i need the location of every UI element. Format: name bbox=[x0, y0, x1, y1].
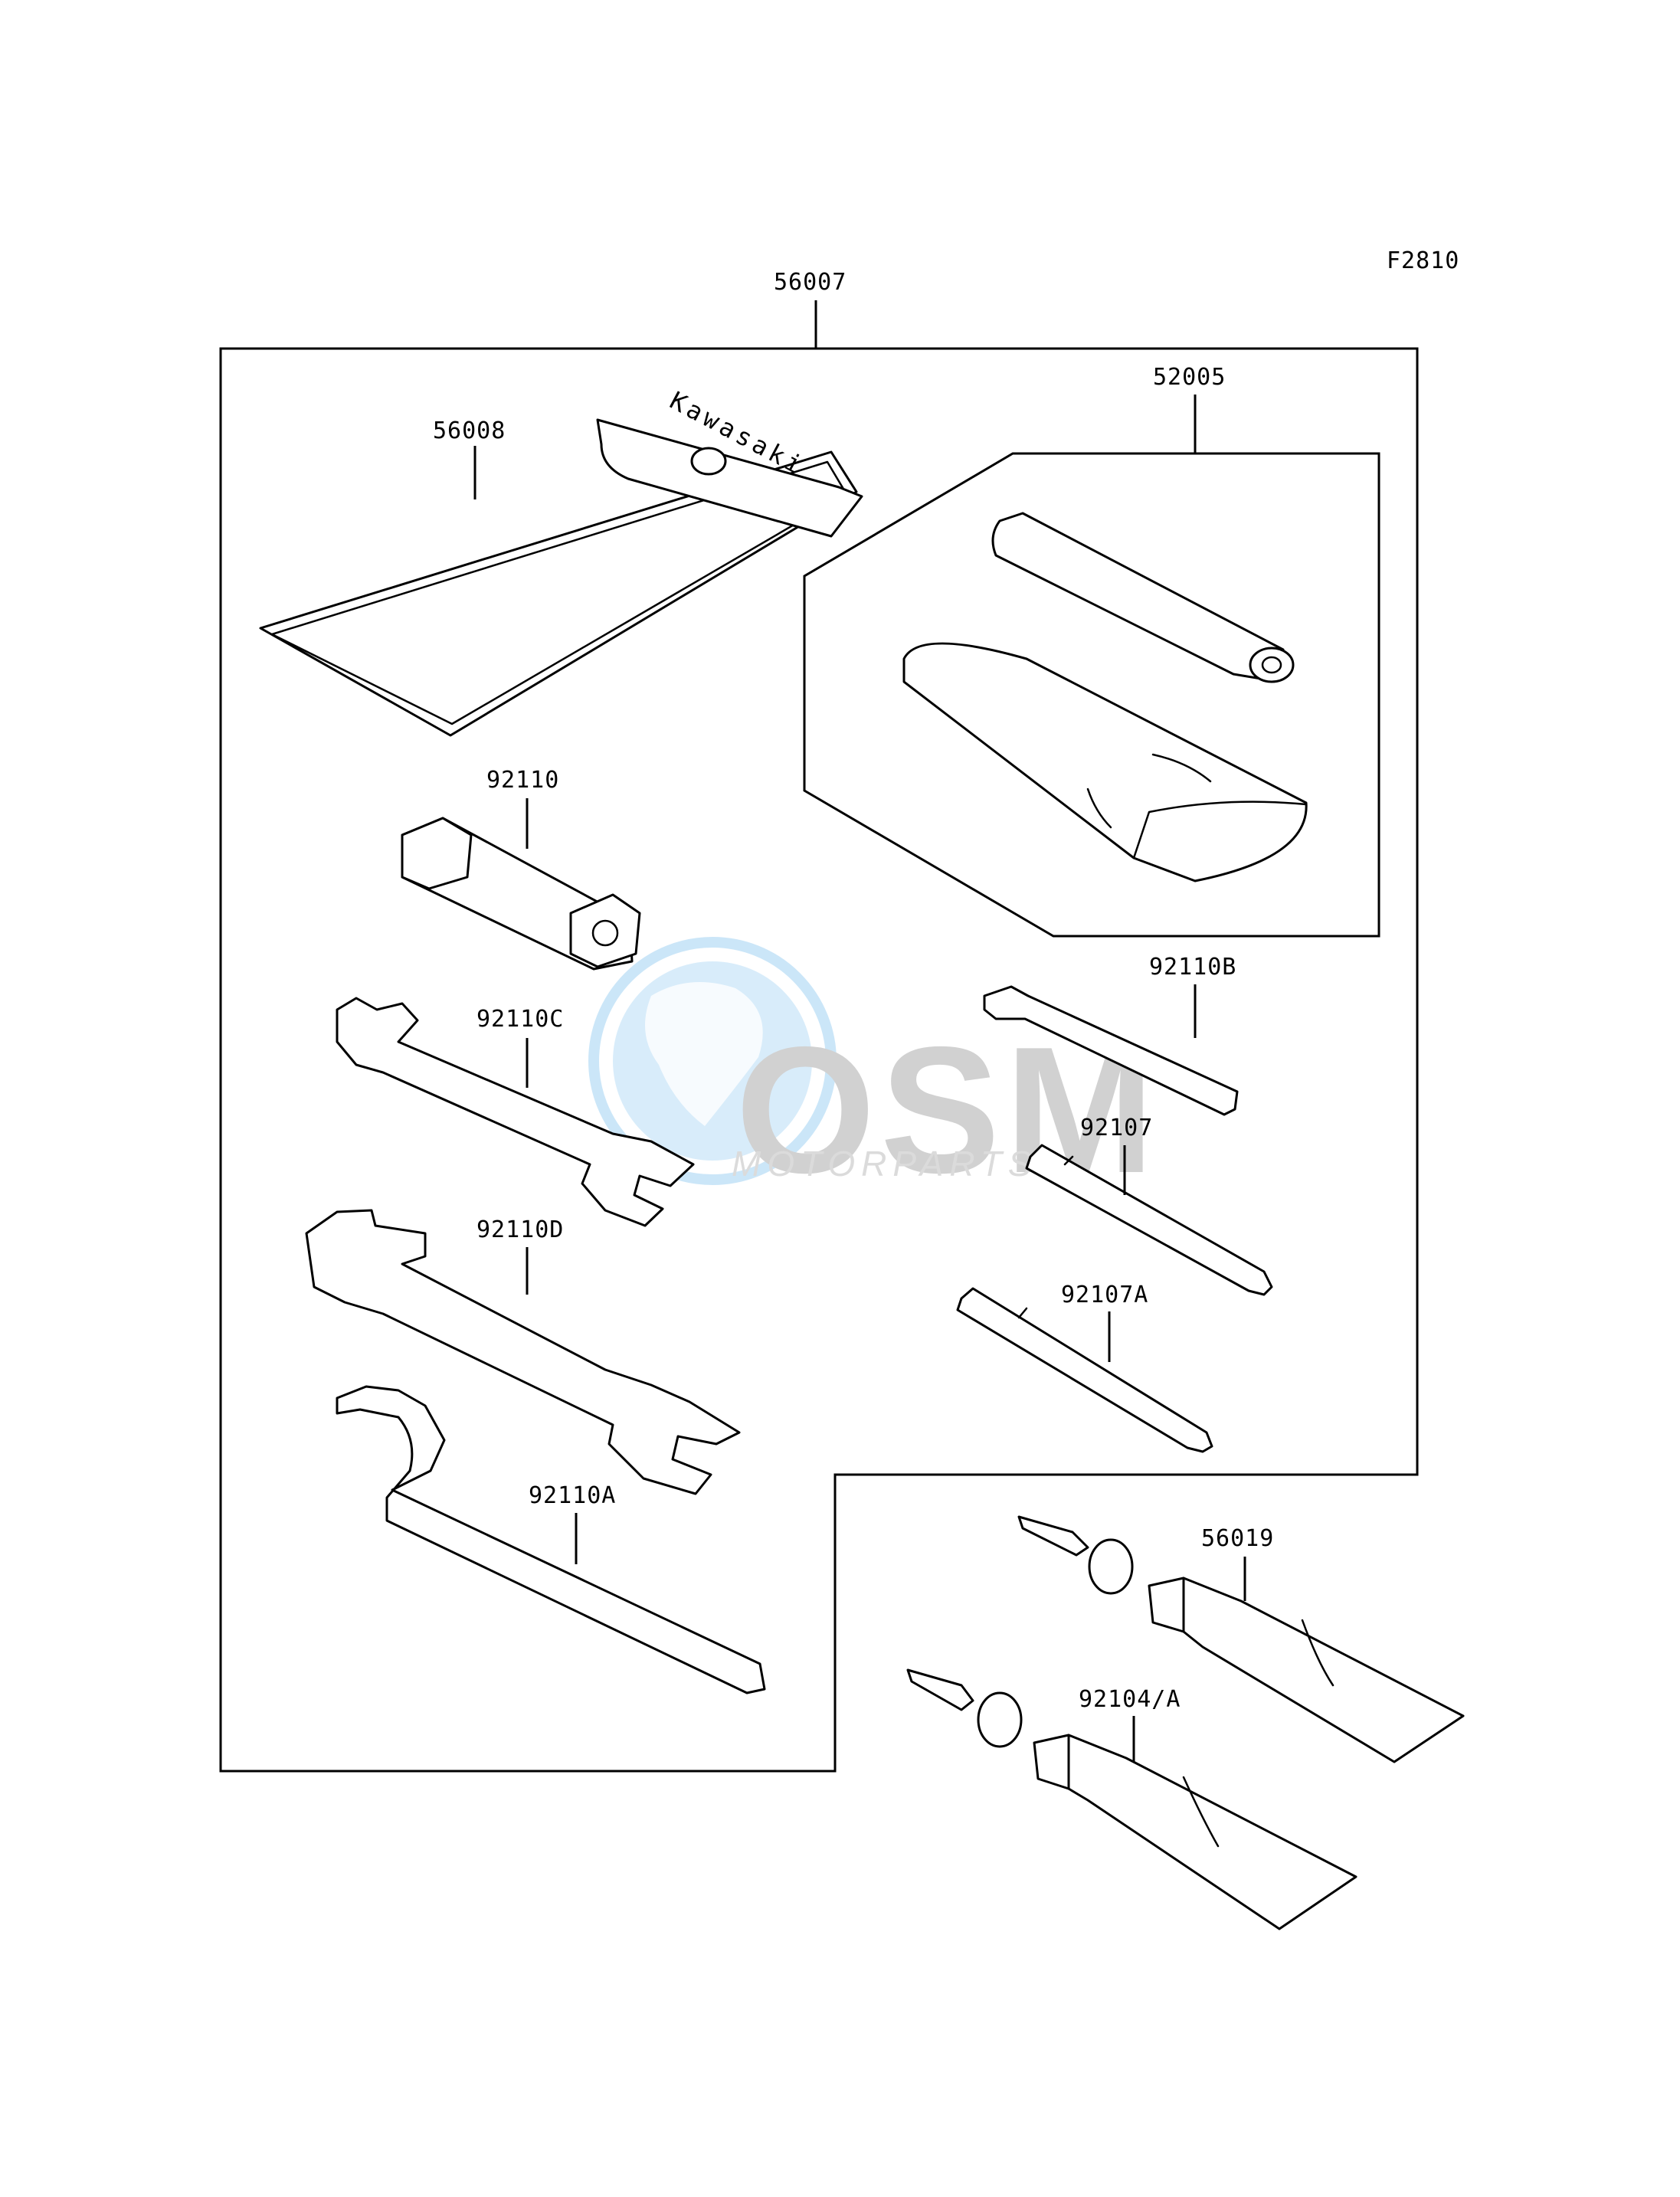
label-92107: 92107 bbox=[1080, 1115, 1153, 1141]
grease-tube-b bbox=[906, 1668, 1357, 1930]
label-92110D: 92110D bbox=[476, 1216, 564, 1243]
grease-tube-a bbox=[1017, 1515, 1465, 1763]
label-92104A: 92104/A bbox=[1079, 1686, 1181, 1713]
label-56008: 56008 bbox=[433, 417, 506, 444]
hex-key bbox=[983, 985, 1239, 1116]
screwdriver-a bbox=[956, 1287, 1213, 1453]
screwdriver bbox=[1025, 1144, 1273, 1296]
label-92107A: 92107A bbox=[1061, 1282, 1148, 1308]
label-56019: 56019 bbox=[1201, 1525, 1274, 1552]
tool-pouch: Kawasaki bbox=[259, 386, 863, 737]
open-end-wrench-c bbox=[336, 997, 695, 1227]
label-52005: 52005 bbox=[1153, 364, 1226, 391]
label-92110C: 92110C bbox=[476, 1006, 564, 1033]
repair-kit-contents bbox=[902, 512, 1308, 882]
open-end-wrench-d bbox=[305, 1209, 741, 1495]
figure-code: F2810 bbox=[1387, 247, 1459, 274]
watermark-tagline: MOTORPARTS bbox=[732, 1144, 1037, 1184]
label-92110A: 92110A bbox=[529, 1482, 616, 1509]
label-56007: 56007 bbox=[774, 269, 847, 296]
kit-outline bbox=[219, 347, 1419, 1773]
spark-plug-wrench bbox=[401, 817, 641, 971]
hook-wrench bbox=[336, 1385, 766, 1694]
kit-sub-outline bbox=[803, 452, 1380, 938]
label-92110B: 92110B bbox=[1149, 954, 1236, 981]
label-92110: 92110 bbox=[486, 767, 559, 794]
